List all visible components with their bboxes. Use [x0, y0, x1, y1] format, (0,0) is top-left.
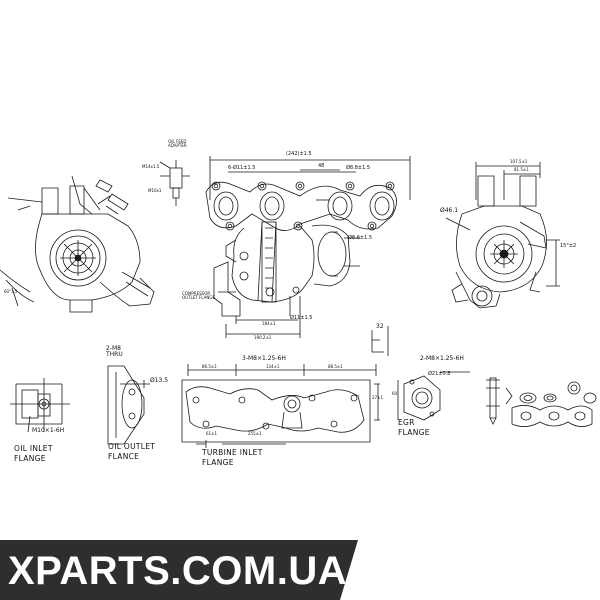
label-dim-60c: 60°±5: [4, 289, 17, 294]
label-dia-8-8: Ø8.8±1.5: [346, 165, 371, 171]
label-dim-88-5: 88.5±1: [328, 364, 343, 369]
label-dia-21: Ø21±0.8: [428, 371, 451, 377]
watermark-text: XPARTS.COM.UA: [8, 549, 348, 593]
label-two-m8-thru: 2-M8 THRU: [106, 345, 123, 358]
label-dia-11: Ø11±1.5: [290, 315, 313, 321]
label-m10x1-top: M10x1: [148, 188, 162, 193]
turbine-inlet-flange: [181, 364, 380, 448]
oil-outlet-flange: [107, 365, 150, 445]
label-dim-255: 255±1: [248, 431, 262, 436]
label-dim-60: 60: [392, 391, 398, 396]
label-dim-184: 184±1: [262, 321, 276, 326]
oil-feed-adapter-detail: [159, 160, 190, 206]
label-oil-inlet: OIL INLET FLANGE: [14, 444, 53, 463]
label-m14x15: M14x1.5: [142, 164, 160, 169]
label-six-holes: 6-Ø11±1.5: [228, 165, 256, 171]
label-dim-107: 107.5±1: [510, 159, 528, 164]
turbo-left-view: [0, 175, 155, 313]
label-m10x1-6h: M10×1-6H: [32, 427, 65, 434]
label-dim-48: 48: [318, 163, 325, 169]
label-two-m8-egr: 2-M8×1.25-6H: [420, 355, 464, 362]
label-dia-13-5: Ø13.5: [150, 377, 169, 384]
label-dia-46: Ø46.1: [440, 207, 459, 214]
label-dim-134: 134±1: [266, 364, 280, 369]
label-dim-32: 32: [376, 323, 384, 330]
label-compressor-outlet: COMPRESSOR OUTLET FLANGE: [182, 291, 215, 300]
label-dim-15: 15°±2: [560, 243, 577, 249]
label-turbine-inlet: TURBINE INLET FLANGE: [202, 448, 263, 467]
label-three-m8: 3-M8×1.25-6H: [242, 355, 286, 362]
label-dim-190: 190.2±1: [254, 335, 272, 340]
label-dim-242: (242)±1.5: [286, 151, 312, 157]
label-dim-61: 61±1: [206, 431, 217, 436]
watermark-band: [0, 540, 358, 600]
egr-flange: [397, 371, 470, 421]
hardware-kit: [486, 377, 597, 427]
small-flange-detail: [371, 326, 389, 356]
label-dia-8-6: Ø8.6±1.5: [348, 235, 373, 241]
turbo-right-view: [445, 162, 560, 309]
label-egr-flange: EGR FLANGE: [398, 418, 430, 437]
label-dim-27: 27±1: [372, 395, 383, 400]
label-dim-86-5: 86.5±1: [202, 364, 217, 369]
oil-inlet-flange: [10, 378, 70, 433]
label-oil-feed-adapter: OIL FEED ADAPTER: [168, 139, 187, 148]
label-dim-81: 81.5±1: [514, 167, 529, 172]
turbo-top-view: [205, 156, 411, 338]
label-oil-outlet: OIL OUTLET FLANCE: [108, 442, 156, 461]
